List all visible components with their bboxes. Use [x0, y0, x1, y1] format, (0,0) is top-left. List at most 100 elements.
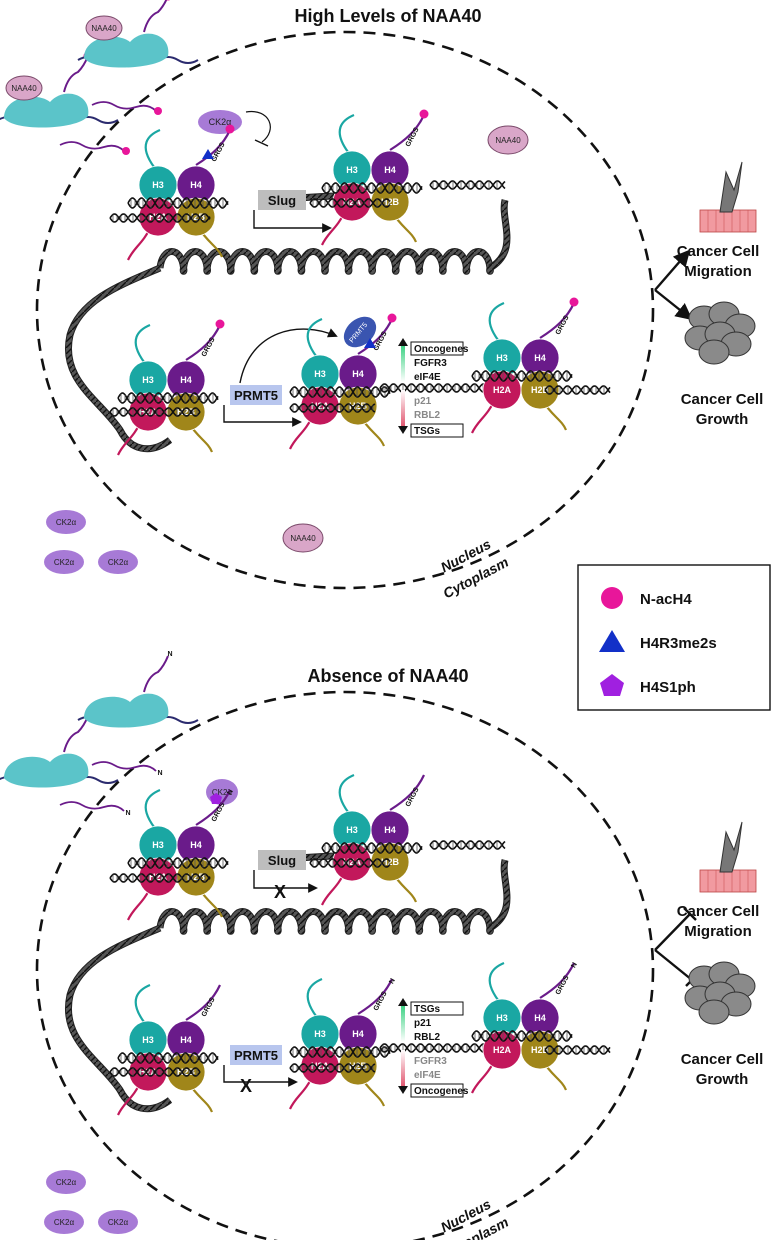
ck2-enzyme	[46, 510, 86, 534]
h3-label: H3	[142, 1035, 154, 1045]
down-arrowhead	[398, 1086, 408, 1094]
prmt5-label: PRMT5	[234, 1048, 278, 1063]
dna-strand	[289, 386, 391, 398]
migration-inhibit-line	[654, 913, 691, 951]
naa40-enzyme-label: NAA40	[11, 84, 37, 93]
h2a-label: H2A	[149, 212, 168, 222]
gene-up-2: RBL2	[414, 1032, 441, 1043]
growth-outcome-line1: Cancer Cell	[681, 1051, 764, 1068]
h4-label: H4	[384, 825, 396, 835]
down-gradient-bar	[401, 1050, 405, 1088]
dna-strand	[117, 392, 219, 404]
migration-outcome-line1: Cancer Cell	[677, 903, 760, 920]
h4-label: H4	[190, 180, 202, 190]
n-acetyl-mark	[215, 319, 225, 329]
naa40-enzyme	[487, 125, 529, 155]
n-terminus-label: N	[157, 770, 162, 777]
gene-up-1: FGFR3	[414, 358, 447, 369]
h3-label: H3	[346, 165, 358, 175]
ck2-enzyme-label: CK2α	[56, 518, 77, 527]
ck2-enzyme	[46, 1170, 86, 1194]
h3-label: H3	[152, 840, 164, 850]
h4-tail	[389, 114, 425, 151]
h2b-label: H2B	[531, 1045, 550, 1055]
h4-tail	[539, 962, 575, 999]
growth-outcome-line2: Growth	[696, 1071, 749, 1088]
gene-down-2-box	[410, 423, 464, 438]
gene-down-2-box	[410, 1083, 464, 1098]
ck2-enzyme-label: CK2α	[209, 117, 232, 127]
legend-label: N-acH4	[640, 591, 692, 608]
h3-label: H3	[496, 1013, 508, 1023]
h2b-label: H2B	[381, 857, 400, 867]
ribosome	[84, 693, 169, 728]
migration-outcome-line2: Migration	[684, 263, 752, 280]
panel-high-naa40: High Levels of NAA40NucleusCytoplasmNAA4…	[0, 0, 763, 601]
ck2-enzyme	[44, 1210, 84, 1234]
dna-strand	[109, 1067, 201, 1077]
h2b-label: H2B	[187, 212, 206, 222]
free-h4-peptide	[59, 141, 125, 152]
dna-strand	[321, 182, 423, 194]
free-h4-peptide	[91, 761, 157, 772]
dna-strand	[109, 873, 211, 883]
h2b-label: H2B	[349, 401, 368, 411]
gene-up-0-box	[410, 1001, 464, 1016]
dna-strand	[289, 403, 376, 413]
tumor-cell	[698, 999, 730, 1025]
gene-down-1: RBL2	[414, 410, 441, 421]
h2a-label: H2A	[493, 1045, 512, 1055]
ck2-enzyme	[98, 1210, 138, 1234]
h4-tail	[185, 984, 221, 1021]
legend-label: H4S1ph	[640, 679, 696, 696]
dna-strand	[117, 392, 219, 404]
epithelium	[699, 869, 757, 893]
ck2-enzyme-label: CK2α	[56, 1178, 77, 1187]
h3-tail	[488, 301, 505, 341]
h3-tail	[134, 323, 151, 363]
dna-strand	[321, 182, 423, 194]
prmt5-label: PRMT5	[234, 388, 278, 403]
dna-strand	[289, 1063, 376, 1073]
migration-outcome-line2: Migration	[684, 923, 752, 940]
legend-label: H4R3me2s	[640, 635, 717, 652]
n-terminus-label: N	[167, 651, 172, 658]
gene-up-0: TSGs	[414, 1004, 441, 1015]
dna-strand	[117, 1052, 219, 1064]
h4-label: H4	[534, 353, 546, 363]
gene-down-2: Oncogenes	[414, 1086, 469, 1097]
gene-down-2: TSGs	[414, 426, 441, 437]
h4-label: H4	[534, 1013, 546, 1023]
h4-label: H4	[352, 369, 364, 379]
nascent-peptide	[143, 655, 169, 693]
dna-strand	[321, 842, 423, 854]
legend-item: N-acH4	[601, 587, 692, 609]
naa40-enzyme-label: NAA40	[495, 136, 521, 145]
down-arrowhead	[398, 426, 408, 434]
dna-strand	[289, 403, 376, 413]
dna-strand	[117, 1052, 219, 1064]
chromatin-fiber	[488, 859, 510, 931]
n-acetyl-icon	[601, 587, 623, 609]
h2b-label: H2B	[381, 197, 400, 207]
slug-label: Slug	[268, 853, 296, 868]
h2a-label: H2A	[149, 872, 168, 882]
n-acetyl-mark	[122, 147, 130, 155]
dna-strand	[429, 840, 506, 850]
h3-label: H3	[314, 369, 326, 379]
n-acetyl-mark	[387, 313, 397, 323]
dna-strand	[127, 197, 229, 209]
h3-tail	[144, 128, 161, 168]
gene-up-2: eIF4E	[414, 372, 441, 383]
prmt5-box	[230, 385, 282, 405]
h4-label: H4	[180, 1035, 192, 1045]
dna-strand	[109, 213, 211, 223]
dna-strand	[429, 840, 506, 850]
dna-strand	[127, 857, 229, 869]
slug-transcription-arrow	[253, 210, 332, 233]
ck2-enzyme-label: CK2α	[54, 558, 75, 567]
legend-item: H4R3me2s	[599, 630, 717, 652]
h4-tail	[539, 302, 575, 339]
dna-strand	[471, 1030, 573, 1042]
h2a-label: H2A	[311, 1061, 330, 1071]
